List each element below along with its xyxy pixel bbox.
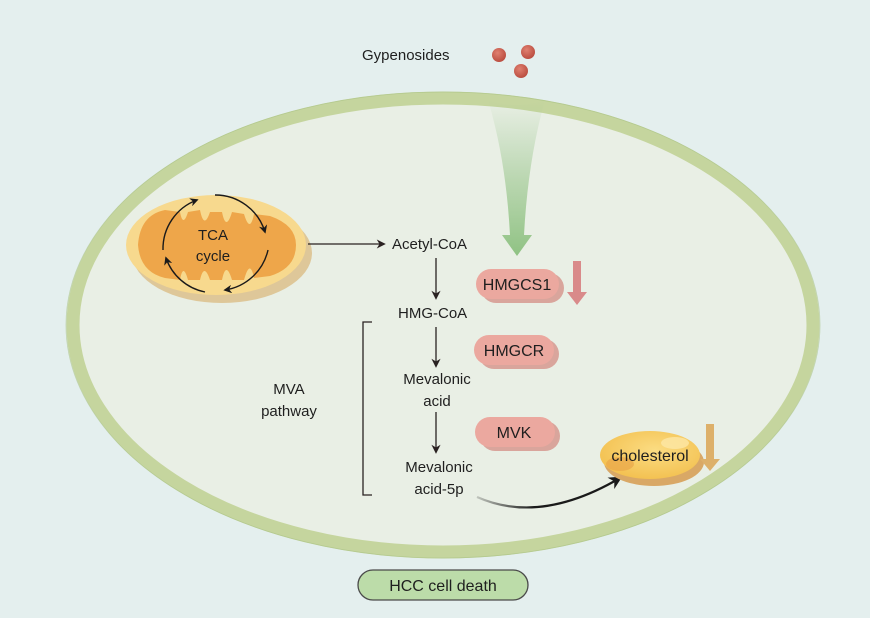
mevalonic-acid-5p-label: Mevalonic [405,459,473,476]
enzyme-mvk: MVK [475,417,560,451]
enzyme-hmgcr: HMGCR [474,335,559,369]
tca-arrow-icon [164,256,206,293]
hmgcs1-down-arrow-icon [567,261,587,305]
mevalonic-acid-label-2: acid [423,393,451,410]
mvk-label: MVK [497,425,532,442]
enzyme-hmgcs1: HMGCS1 [476,269,564,303]
drug-action-arrow [488,100,545,256]
mevalonic-acid-label: Mevalonic [403,371,471,388]
outcome-label: HCC cell death [389,578,497,595]
mevalonic-acid-5p-label-2: acid-5p [414,481,463,498]
tca-arrow-icon [162,198,199,251]
tca-arrow-icon [214,194,268,234]
cholesterol-label: cholesterol [611,448,688,465]
tca-label: TCA [198,227,228,244]
cholesterol-down-arrow-icon [700,424,720,471]
acetyl-coa-label: Acetyl-CoA [392,236,467,253]
hmgcs1-label: HMGCS1 [483,277,552,294]
hmgcr-label: HMGCR [484,343,544,360]
mva-pathway-label: pathway [261,403,317,420]
arrow-to-cholesterol [476,476,623,509]
tca-label-cycle: cycle [196,248,230,265]
tca-arrow-icon [223,249,269,294]
mva-label: MVA [273,381,304,398]
gypenosides-label: Gypenosides [362,47,450,64]
mitochondrion: TCA cycle [126,194,312,303]
gypenoside-molecules-icon [492,45,535,78]
outcome-badge: HCC cell death [357,569,529,601]
cholesterol-droplet: cholesterol [600,431,704,486]
hmg-coa-label: HMG-CoA [398,305,467,322]
mva-bracket [362,321,372,496]
